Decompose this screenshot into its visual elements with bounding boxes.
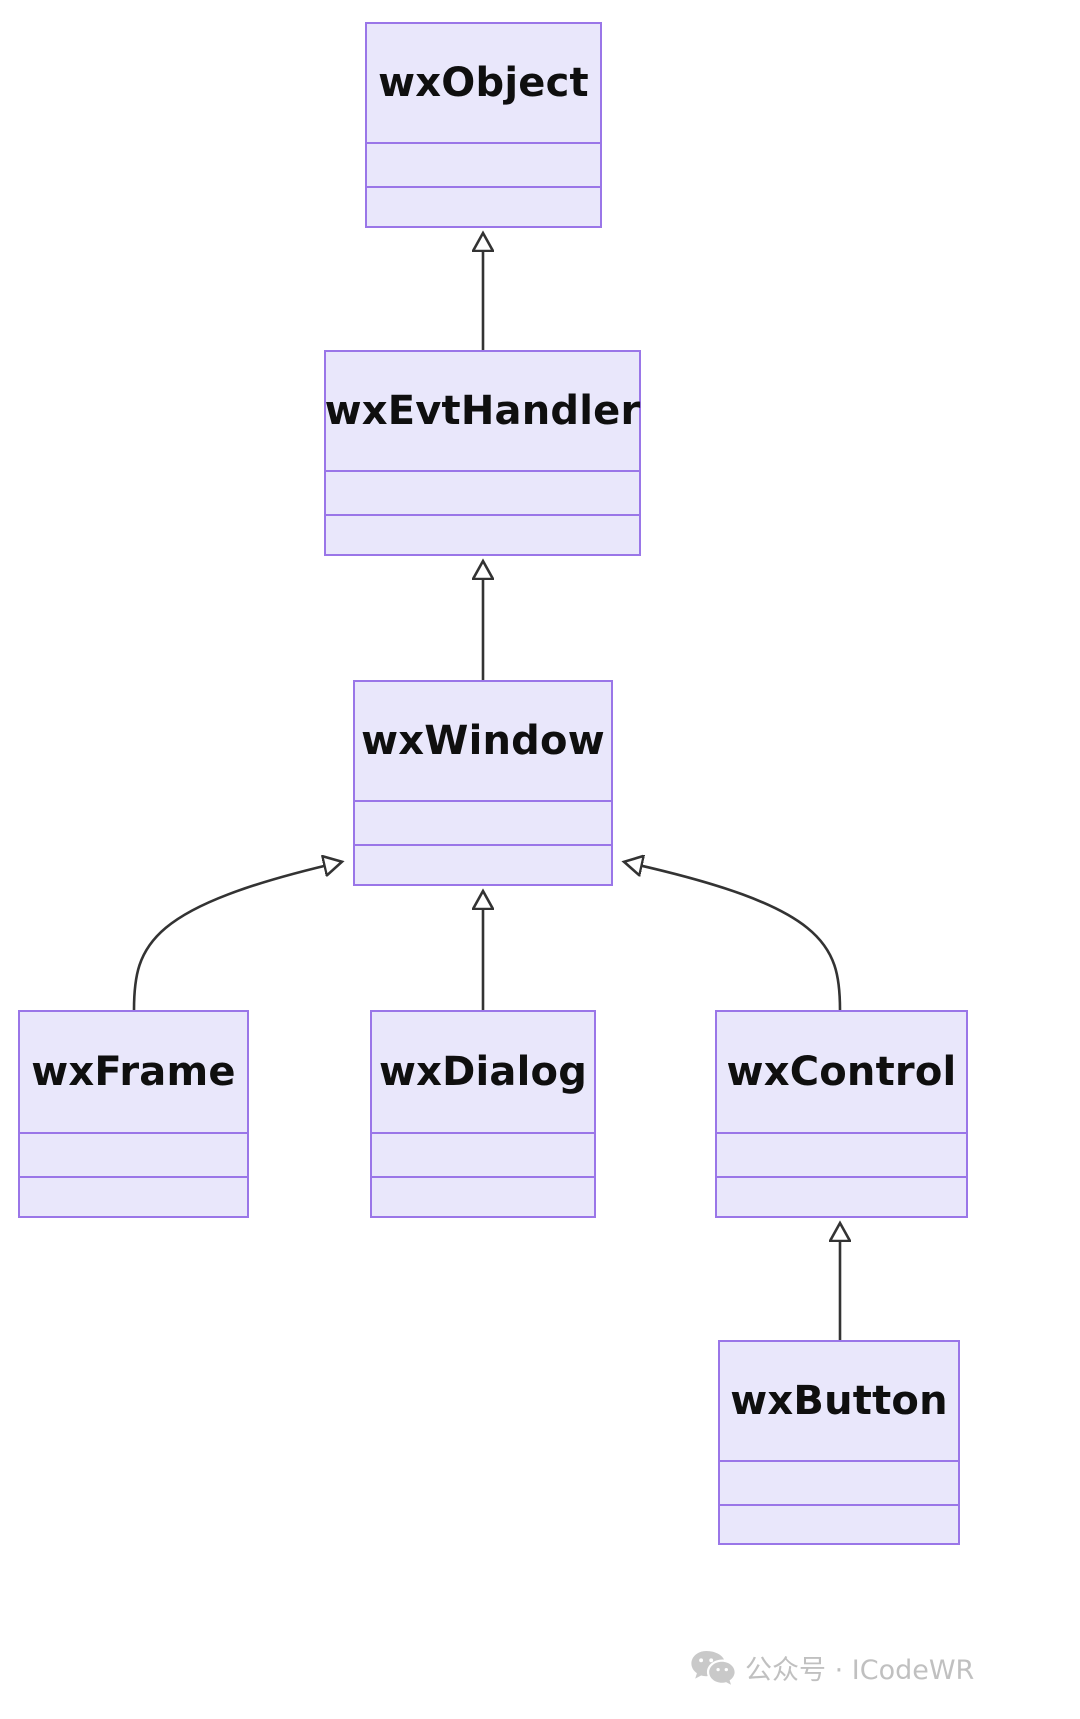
class-title-wxObject: wxObject <box>378 60 589 106</box>
wechat-icon <box>690 1649 736 1687</box>
class-title-wxButton: wxButton <box>730 1378 948 1424</box>
watermark-text: 公众号 · ICodeWR <box>745 1655 975 1686</box>
class-box-wxControl[interactable]: wxControl <box>715 1010 968 1218</box>
class-title-wxWindow: wxWindow <box>361 718 605 764</box>
class-methods-wxControl <box>717 1176 966 1216</box>
class-title-wxFrame: wxFrame <box>31 1049 236 1095</box>
class-methods-wxEvtHandler <box>326 514 639 554</box>
edge-wxControl-to-wxWindow <box>625 862 842 1011</box>
class-methods-wxObject <box>367 186 600 226</box>
class-box-wxDialog[interactable]: wxDialog <box>370 1010 596 1218</box>
class-attributes-wxEvtHandler <box>326 470 639 514</box>
class-box-wxButton[interactable]: wxButton <box>718 1340 960 1545</box>
class-attributes-wxControl <box>717 1132 966 1176</box>
class-title-wxControl: wxControl <box>726 1049 957 1095</box>
class-title-wxEvtHandler: wxEvtHandler <box>324 388 641 434</box>
class-box-wxObject[interactable]: wxObject <box>365 22 602 228</box>
class-box-wxFrame[interactable]: wxFrame <box>18 1010 249 1218</box>
class-title-wxDialog: wxDialog <box>378 1049 588 1095</box>
class-box-wxEvtHandler[interactable]: wxEvtHandler <box>324 350 641 556</box>
class-methods-wxDialog <box>372 1176 594 1216</box>
class-attributes-wxObject <box>367 142 600 186</box>
class-attributes-wxButton <box>720 1460 958 1504</box>
class-methods-wxButton <box>720 1504 958 1543</box>
class-attributes-wxDialog <box>372 1132 594 1176</box>
edge-wxFrame-to-wxWindow <box>132 862 341 1011</box>
class-methods-wxFrame <box>20 1176 247 1216</box>
class-attributes-wxFrame <box>20 1132 247 1176</box>
class-box-wxWindow[interactable]: wxWindow <box>353 680 613 886</box>
class-methods-wxWindow <box>355 844 611 884</box>
class-attributes-wxWindow <box>355 800 611 844</box>
watermark: 公众号 · ICodeWR <box>690 1648 974 1687</box>
